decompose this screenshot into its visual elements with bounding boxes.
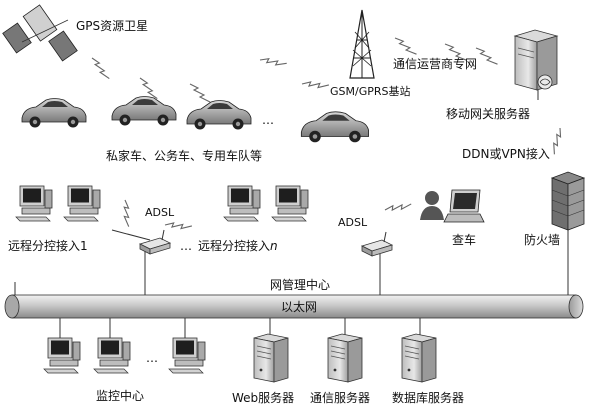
mobile-gateway-label: 移动网关服务器 xyxy=(446,106,530,121)
ethernet-bus xyxy=(4,294,584,319)
desktop-pc-icon xyxy=(271,185,309,222)
vehicles-ellipsis: … xyxy=(262,113,274,127)
monitor-ellipsis: … xyxy=(146,351,158,365)
gsm-station-label: GSM/GPRS基站 xyxy=(330,84,411,98)
user-icon xyxy=(420,191,444,220)
monitor-center-pcs xyxy=(43,337,206,374)
adsl-left-label: ADSL xyxy=(145,206,175,219)
desktop-pc-icon xyxy=(168,337,206,374)
car-icon xyxy=(111,96,177,126)
db-server-icon xyxy=(401,333,437,383)
ethernet-label: 以太网 xyxy=(281,299,317,314)
remote-branch-n-pcs xyxy=(223,185,309,222)
gateway-server-icon xyxy=(513,29,559,91)
monitor-center-label: 监控中心 xyxy=(96,388,144,403)
remote-branch-1-label: 远程分控接入1 xyxy=(8,238,88,253)
web-server-icon xyxy=(253,333,289,383)
desktop-pc-icon xyxy=(43,337,81,374)
db-server-label: 数据库服务器 xyxy=(392,390,464,405)
remote-branch-1-pcs xyxy=(15,185,101,222)
satellite-icon xyxy=(2,4,78,62)
adsl-right-label: ADSL xyxy=(338,216,368,229)
desktop-pc-icon xyxy=(223,185,261,222)
firewall-icon xyxy=(550,171,586,231)
cell-tower-icon xyxy=(349,9,375,79)
vehicle-icons xyxy=(21,96,370,143)
comm-server-icon xyxy=(327,333,363,383)
gps-satellite-label: GPS资源卫星 xyxy=(76,19,148,33)
adsl-modem-icon xyxy=(139,229,171,255)
telecom-network-label: 通信运营商专网 xyxy=(393,56,477,71)
network-center-label: 网管理中心 xyxy=(270,277,330,292)
firewall-label: 防火墙 xyxy=(524,232,560,247)
car-icon xyxy=(300,111,370,143)
web-server-label: Web服务器 xyxy=(232,390,294,405)
car-icon xyxy=(186,100,252,130)
desktop-pc-icon xyxy=(63,185,101,222)
car-icon xyxy=(21,98,87,128)
server-icons xyxy=(253,333,437,383)
remote-ellipsis: … xyxy=(180,239,192,253)
desktop-pc-icon xyxy=(15,185,53,222)
adsl-modem-icon xyxy=(361,231,393,257)
comm-server-label: 通信服务器 xyxy=(310,390,370,405)
vehicles-label: 私家车、公务车、专用车队等 xyxy=(106,148,262,163)
check-car-label: 查车 xyxy=(452,232,476,247)
desktop-pc-icon xyxy=(93,337,131,374)
ddn-vpn-label: DDN或VPN接入 xyxy=(462,146,550,161)
laptop-icon xyxy=(443,189,485,223)
remote-branch-n-label: 远程分控接入n xyxy=(198,238,278,253)
